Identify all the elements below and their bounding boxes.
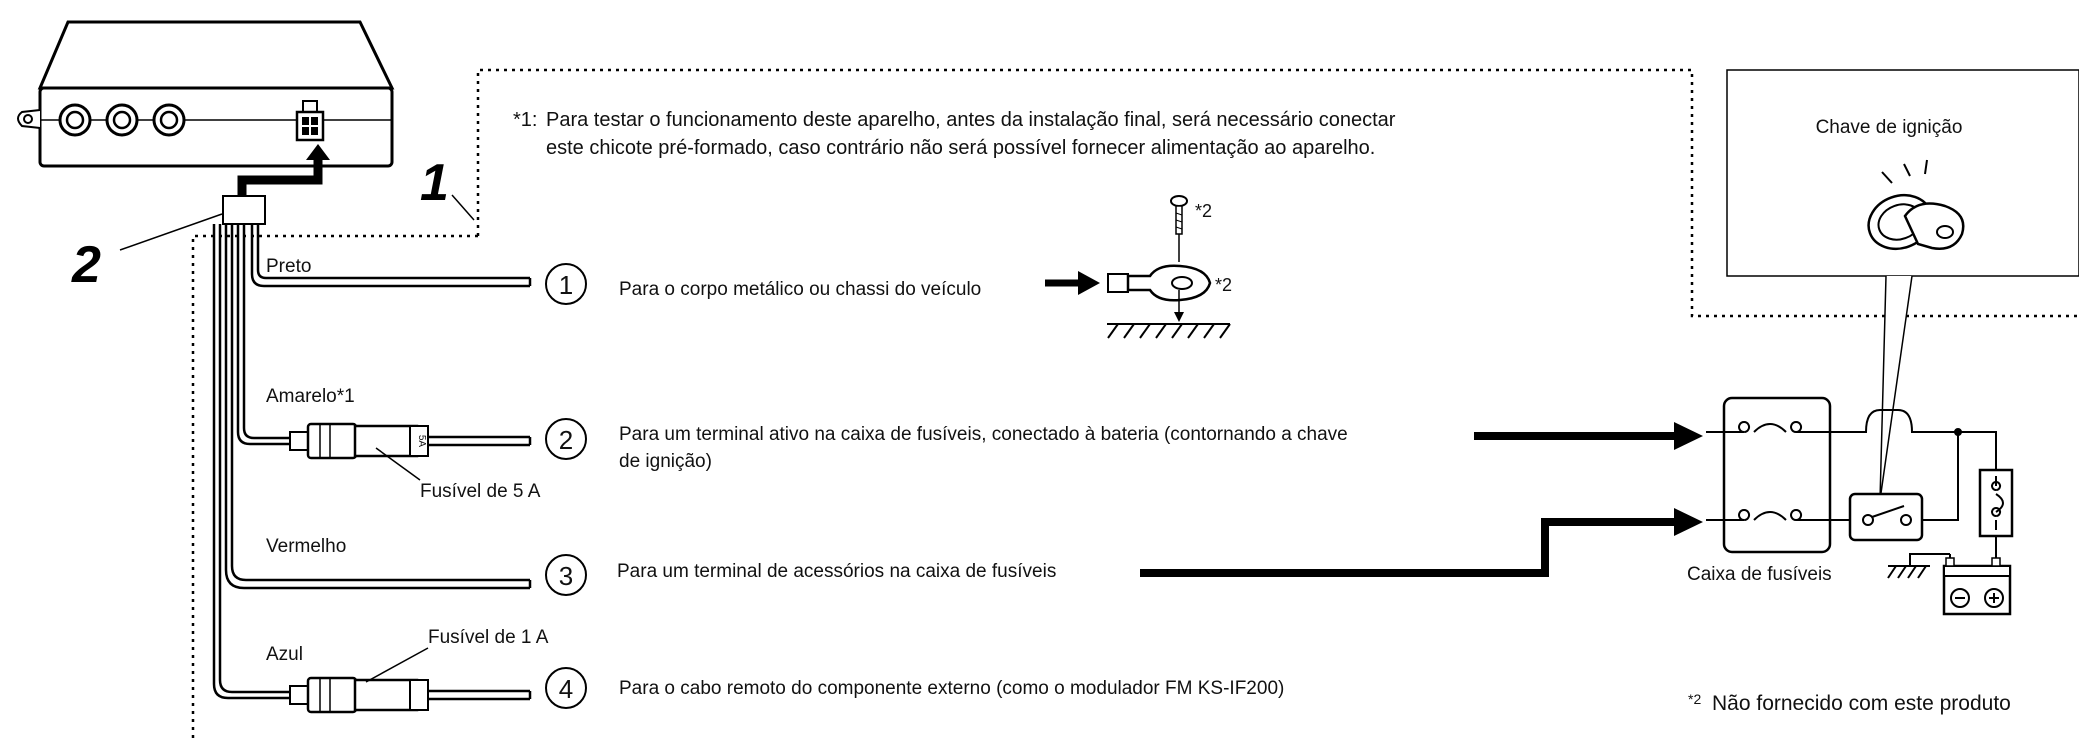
svg-text:3: 3 <box>559 561 573 591</box>
screw-note: *2 <box>1195 201 1212 221</box>
circled-number-1: 1 <box>545 263 587 305</box>
note-frame <box>476 68 2079 318</box>
wire-label-azul: Azul <box>266 644 303 665</box>
wire-label-preto: Preto <box>266 256 311 277</box>
wire-bundle <box>212 224 530 700</box>
fuse-holder-icon: 5A <box>289 422 429 460</box>
lug-note: *2 <box>1215 275 1232 295</box>
svg-text:1: 1 <box>559 270 573 300</box>
svg-text:5A: 5A <box>416 435 427 448</box>
rca-jack-icon <box>58 103 186 137</box>
circuit-wiring <box>1830 409 1997 566</box>
wire-label-amarelo: Amarelo*1 <box>266 386 355 407</box>
fuse-5a-label: Fusível de 5 A <box>420 481 541 502</box>
wire-label-vermelho: Vermelho <box>266 536 346 557</box>
note1-marker: *1: <box>513 109 537 131</box>
note2-marker: *2 <box>1688 691 1701 707</box>
arrow-to-battery-terminal <box>1474 422 1703 450</box>
circled-number-4: 4 <box>545 667 587 709</box>
destination-2-line2: de ignição) <box>619 451 712 472</box>
circled-number-2: 2 <box>545 418 587 460</box>
ground-arrow-icon <box>1045 271 1100 295</box>
head-unit <box>17 20 395 168</box>
connection-arrow-icon <box>237 144 330 196</box>
note1-line1: Para testar o funcionamento deste aparel… <box>546 109 1396 131</box>
chassis-ground-icon <box>1107 323 1231 339</box>
arrow-to-accessory-terminal <box>1140 508 1703 577</box>
destination-2-line1: Para um terminal ativo na caixa de fusív… <box>619 424 1348 445</box>
circled-number-3: 3 <box>545 554 587 596</box>
harness-plug <box>222 195 266 225</box>
fuse-holder-icon <box>289 676 429 714</box>
ignition-key-icon <box>1867 159 1965 251</box>
fuse-1a-label: Fusível de 1 A <box>428 627 549 648</box>
destination-3: Para um terminal de acessórios na caixa … <box>617 561 1056 582</box>
battery-icon <box>1942 557 2012 616</box>
battery-fuse-icon <box>1978 468 2014 538</box>
svg-text:4: 4 <box>559 674 573 704</box>
power-socket-icon <box>295 100 325 142</box>
callout-1: 1 <box>420 154 449 212</box>
note2-text: Não fornecido com este produto <box>1712 692 2011 715</box>
ground-lug-icon <box>1107 264 1212 322</box>
svg-text:2: 2 <box>559 425 573 455</box>
circuit-ground-icon <box>1887 553 1950 579</box>
note1-line2: este chicote pré-formado, caso contrário… <box>546 137 1375 159</box>
callout-2: 2 <box>71 236 101 294</box>
ignition-switch-icon <box>1848 492 1924 542</box>
ignition-key-label: Chave de ignição <box>1816 117 1963 138</box>
fuse-box-icon <box>1706 396 1832 554</box>
fuse-box-label: Caixa de fusíveis <box>1687 564 1832 585</box>
key-callout-pointer <box>1879 275 1913 501</box>
destination-1: Para o corpo metálico ou chassi do veícu… <box>619 279 981 300</box>
destination-4: Para o cabo remoto do componente externo… <box>619 678 1284 699</box>
screw-icon <box>1170 195 1188 262</box>
